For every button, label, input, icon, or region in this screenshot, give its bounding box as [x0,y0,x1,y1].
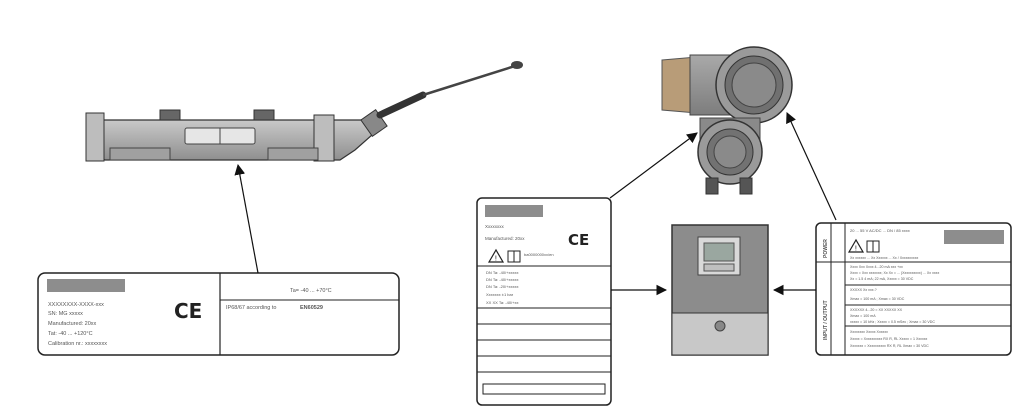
svg-text:!: ! [855,245,858,253]
io-line4: XXXXX Xx xxx.? [850,288,877,292]
brand-logo-block [47,279,125,292]
io-nameplate: POWER INPUT / OUTPUT 20 ... 55 V AC/DC .… [815,222,1012,356]
svg-text:!: ! [495,255,498,263]
sensor-plate-standard: EN60529 [300,305,323,311]
io-line9: Xxxxxxxx Xxxxx Xxxxxx [850,330,888,334]
io-line10: Xxxxx = Xxxxxxxxxx RX R, RL Xxxxx = 1 Xx… [850,337,928,341]
left-tag-warn-text: ba0000000xx/en [524,252,554,257]
left-tag-line2: Manufactured: 20xx [485,236,525,241]
power-text1: 20 ... 55 V AC/DC ... DN / 85 xxxx [850,228,910,233]
brand-logo-block-2 [485,205,543,217]
sensor-plate-line2: SN: MG xxxxx [48,311,83,317]
transmitter-nameplate: Xxxxxxxx Manufactured: 20xx CE ! ba00000… [476,197,612,406]
sensor-nameplate: CE XXXXXXXX-XXXX-xxx SN: MG xxxxx Manufa… [37,272,400,356]
io-line6: XXXXXX 4...20 = XX XXXXX XX [850,308,903,312]
io-line2: Xxxx = Xxx xxxxxxx; Xx Xx = ... (Xxxxxxx… [850,271,939,275]
ce-mark-2: CE [568,231,589,249]
io-line5: Xmax = 100 mA ; Xmax = 30 VDC [850,297,905,301]
left-tag-row4: Xxxxxxx ±1 bar [486,292,514,297]
sensor-plate-temp: Ta= -40 ... +70°C [290,288,332,294]
transmitter-housing [661,46,793,195]
left-tag-row1: DN Ta: -40/+xxxxx [486,270,519,275]
sensor-plate-line5: Calibration nr.: xxxxxxxx [48,341,107,347]
electronics-module [671,224,769,356]
left-tag-line1: Xxxxxxxx [485,224,505,229]
sensor-plate-line4: Tat: -40 ... +120°C [48,331,93,337]
sensor-plate-ip: IP68/67 according to [226,305,276,311]
arrow-to-sensor [234,163,259,274]
warning-icon-2 [847,238,865,253]
arrow-to-housing [609,132,698,199]
sensor-plate-line1: XXXXXXXX-XXXX-xxx [48,302,104,308]
arrow-to-cover [786,112,837,221]
warning-icon [487,248,505,263]
power-text2: Xx xxxxxx ... Xx Xxxxxx ... Xx / Xxxxxxx… [850,256,918,260]
io-line8: xxxxx = 10 kHz ; Xxxxx = 0.5 mSec ; Xmax… [850,320,935,324]
io-line11: Xxxxxxx = Xxxxxxxxxx RX R, RL Xmax = 30 … [850,344,929,348]
input-output-heading: INPUT / OUTPUT [823,300,829,340]
flow-sensor [85,61,523,162]
left-tag-row5: XX XX Ta: -40/+xx [486,300,519,305]
sensor-plate-line3: Manufactured: 20xx [48,321,97,327]
io-line7: Xmax = 100 mA [850,314,876,318]
left-tag-row3: DN Ta: -20/+xxxxx [486,284,519,289]
power-heading: POWER [823,239,829,258]
ce-mark: CE [174,299,202,323]
io-line3: Xx = 1.5 4 mA; 22 mA, Xxxxx = 30 VDC [850,277,914,281]
left-tag-row2: DN Ta: -40/+xxxxx [486,277,519,282]
brand-logo-block-3 [944,230,1004,244]
io-line1: Xxxx Xxx Xxxx 4...20 mA xxx +xx [850,265,903,269]
